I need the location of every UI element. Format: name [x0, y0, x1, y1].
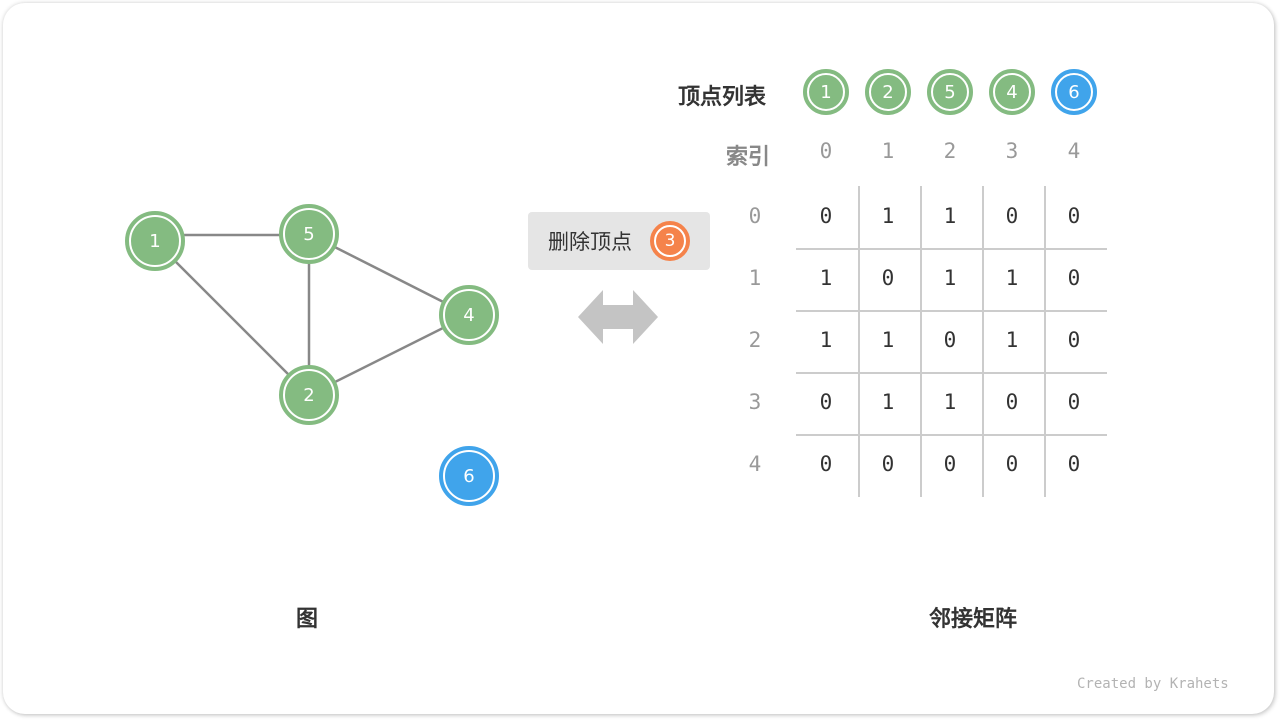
matrix-row-label-0: 0	[748, 204, 762, 228]
node-label: 4	[463, 304, 475, 326]
matrix-cell: 0	[1005, 204, 1019, 228]
matrix-cell: 1	[1005, 328, 1019, 352]
matrix-caption: 邻接矩阵	[929, 607, 1018, 632]
vertex-list-item-0: 1	[803, 69, 849, 115]
node-label: 6	[463, 465, 475, 487]
node-label: 5	[944, 81, 956, 103]
matrix-cell: 1	[819, 328, 833, 352]
diagram-card	[3, 3, 1274, 714]
matrix-cell: 0	[1067, 266, 1081, 290]
grid-vline-1	[858, 186, 860, 497]
node-label: 2	[882, 81, 894, 103]
grid-hline-4	[796, 434, 1107, 436]
matrix-cell: 0	[1005, 452, 1019, 476]
vertex-list-item-1: 2	[865, 69, 911, 115]
matrix-cell: 0	[1067, 452, 1081, 476]
matrix-cell: 1	[943, 266, 957, 290]
grid-vline-3	[982, 186, 984, 497]
graph-node-5: 5	[279, 204, 339, 264]
index-0: 0	[819, 139, 833, 163]
vertex-list-label: 顶点列表	[678, 85, 767, 110]
node-label: 4	[1006, 81, 1018, 103]
matrix-row-label-2: 2	[748, 328, 762, 352]
node-label: 3	[664, 231, 676, 251]
matrix-cell: 0	[881, 452, 895, 476]
index-1: 1	[881, 139, 895, 163]
matrix-cell: 1	[881, 328, 895, 352]
matrix-cell: 0	[819, 452, 833, 476]
matrix-cell: 0	[1067, 390, 1081, 414]
matrix-cell: 1	[881, 204, 895, 228]
grid-hline-1	[796, 248, 1107, 250]
matrix-cell: 0	[943, 328, 957, 352]
graph-node-6: 6	[439, 446, 499, 506]
matrix-cell: 1	[819, 266, 833, 290]
matrix-row-label-4: 4	[748, 452, 762, 476]
grid-vline-4	[1044, 186, 1046, 497]
grid-vline-2	[920, 186, 922, 497]
vertex-list-item-2: 5	[927, 69, 973, 115]
matrix-cell: 1	[943, 204, 957, 228]
matrix-cell: 1	[881, 390, 895, 414]
grid-hline-3	[796, 372, 1107, 374]
grid-hline-2	[796, 310, 1107, 312]
graph-node-2: 2	[279, 365, 339, 425]
footer-credit: Created by Krahets	[1077, 676, 1229, 692]
graph-caption: 图	[296, 607, 319, 632]
matrix-cell: 0	[819, 390, 833, 414]
node-label: 1	[820, 81, 832, 103]
node-label: 2	[303, 384, 315, 406]
index-4: 4	[1067, 139, 1081, 163]
node-label: 6	[1068, 81, 1080, 103]
matrix-cell: 0	[1067, 328, 1081, 352]
index-3: 3	[1005, 139, 1019, 163]
matrix-cell: 0	[1005, 390, 1019, 414]
operation-box: 删除顶点 3	[528, 212, 710, 270]
matrix-row-label-3: 3	[748, 390, 762, 414]
matrix-cell: 0	[1067, 204, 1081, 228]
matrix-cell: 0	[881, 266, 895, 290]
matrix-cell: 1	[1005, 266, 1019, 290]
operation-label: 删除顶点	[548, 230, 632, 254]
graph-node-1: 1	[125, 211, 185, 271]
graph-node-4: 4	[439, 285, 499, 345]
double-arrow-icon	[578, 290, 658, 344]
index-2: 2	[943, 139, 957, 163]
matrix-cell: 0	[819, 204, 833, 228]
vertex-list-item-4: 6	[1051, 69, 1097, 115]
node-label: 1	[149, 230, 161, 252]
vertex-list-item-3: 4	[989, 69, 1035, 115]
index-label: 索引	[726, 145, 771, 170]
matrix-cell: 1	[943, 390, 957, 414]
removed-vertex-3: 3	[650, 221, 690, 261]
matrix-cell: 0	[943, 452, 957, 476]
matrix-row-label-1: 1	[748, 266, 762, 290]
node-label: 5	[303, 223, 315, 245]
